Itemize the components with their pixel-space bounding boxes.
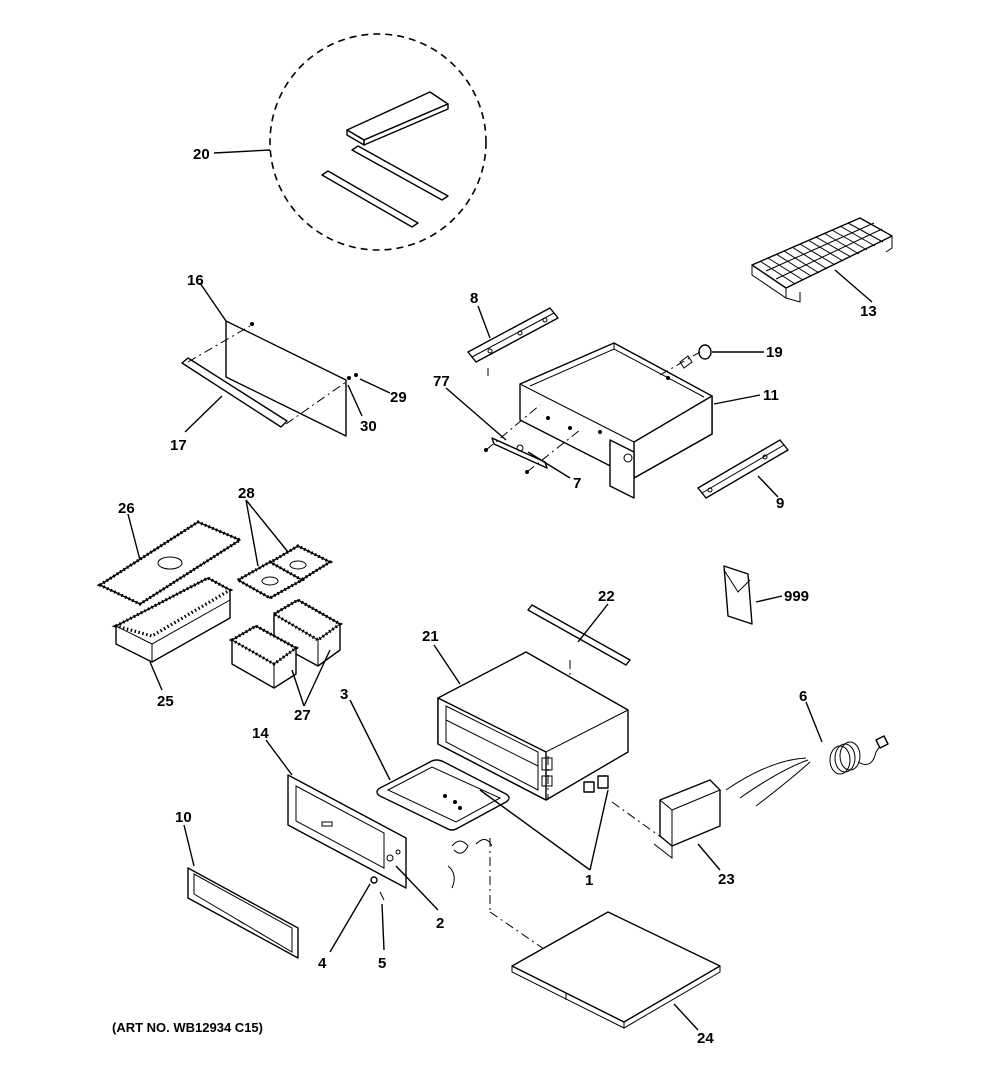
callout-10: 10 (175, 809, 192, 826)
part-22-strip (527, 603, 631, 690)
part-26-pan-lid (96, 513, 244, 606)
callout-20: 20 (193, 146, 210, 163)
callout-21: 21 (422, 628, 439, 645)
callout-22: 22 (598, 588, 615, 605)
part-77-bracket (445, 387, 581, 479)
callout-8: 8 (470, 290, 478, 307)
part-9-slide-rail (697, 439, 789, 499)
detail-circle (269, 33, 487, 251)
callout-7: 7 (573, 475, 581, 492)
callout-29: 29 (390, 389, 407, 406)
callout-labels: 20 13 16 8 19 77 11 29 30 17 7 28 26 9 9… (112, 146, 877, 1047)
callout-23: 23 (718, 871, 735, 888)
callout-2: 2 (436, 915, 444, 932)
part-11-drawer-box (519, 342, 761, 499)
part-6-power-cord (725, 701, 889, 807)
callout-28: 28 (238, 485, 255, 502)
callout-27: 27 (294, 707, 311, 724)
callout-4: 4 (318, 955, 327, 972)
part-999-literature (723, 565, 783, 625)
part-14-front-frame (265, 739, 407, 889)
parts-2-4-5-fasteners (329, 865, 439, 953)
part-10-glass-insert (183, 824, 299, 959)
callout-1: 1 (585, 872, 593, 889)
art-number: (ART NO. WB12934 C15) (112, 1020, 263, 1035)
callout-999: 999 (784, 588, 809, 605)
part-20-rail-upper (351, 145, 449, 201)
callout-30: 30 (360, 418, 377, 435)
callout-16: 16 (187, 272, 204, 289)
callout-17: 17 (170, 437, 187, 454)
part-27-small-pans (228, 598, 343, 707)
part-3-heating-element (349, 699, 510, 831)
part-28-small-lids (234, 499, 334, 600)
callout-19: 19 (766, 344, 783, 361)
part-25-large-pan (111, 576, 234, 691)
part-13-wire-rack (751, 217, 893, 303)
callout-11: 11 (763, 387, 779, 404)
part-16-panel-group (181, 282, 391, 437)
callout-13: 13 (860, 303, 877, 320)
callout-24: 24 (697, 1030, 714, 1047)
callout-77: 77 (433, 373, 450, 390)
callout-25: 25 (157, 693, 174, 710)
callout-3: 3 (340, 686, 348, 703)
part-20-detail-group (269, 33, 487, 251)
part-24-bottom-panel (511, 911, 721, 1031)
part-23-bracket (653, 779, 721, 871)
callout-9: 9 (776, 495, 784, 512)
part-19-clip (659, 344, 764, 380)
callout-26: 26 (118, 500, 135, 517)
callout-6: 6 (799, 688, 807, 705)
part-17-rod (181, 357, 288, 428)
part-21-housing (433, 644, 629, 801)
part-20-rail-lower (321, 170, 419, 228)
callout-5: 5 (378, 955, 386, 972)
part-16-glass-panel (225, 320, 347, 437)
part-1-connectors (479, 756, 609, 871)
callout-14: 14 (252, 725, 269, 742)
part-8-slide-rail (467, 305, 559, 376)
